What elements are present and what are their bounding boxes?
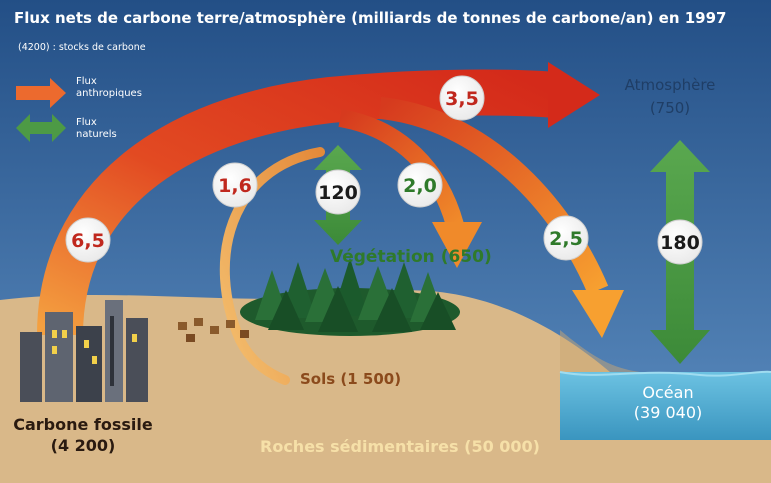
flux-bubble-fossil: 6,5 [65,217,111,263]
fossil-emission-arrowhead [548,62,600,128]
forest-illustration [240,258,460,336]
legend-anthropic-arrow-icon [16,78,66,108]
flux-value-ocean-exchange: 180 [660,232,700,254]
legend-natural-arrow-icon [16,114,66,142]
factory-illustration [20,300,148,402]
flux-value-vegetation: 120 [318,182,358,204]
flux-bubble-ocean-sink: 2,5 [543,215,589,261]
land-sink-arrowhead [432,222,482,268]
legend-natural-label-2: naturels [76,129,117,140]
ocean-wave [559,370,771,377]
ocean-stock: (39 040) [634,403,702,422]
sedimentary-rocks-label: Roches sédimentaires (50 000) [260,437,540,456]
ocean-sink-arrow [378,97,609,295]
atmosphere-stock: (750) [650,99,690,117]
legend-stock-note: (4200) : stocks de carbone [18,42,146,53]
legend-anthropic-label-1: Flux [76,76,97,87]
diagram-title: Flux nets de carbone terre/atmosphère (m… [14,9,727,27]
flux-value-land-sink: 2,0 [403,175,437,197]
flux-bubble-land-sink: 2,0 [397,162,443,208]
soils-label: Sols (1 500) [300,370,401,388]
ocean-label: Océan [642,383,693,402]
flux-value-land-use: 1,6 [218,175,252,197]
flux-bubble-vegetation: 120 [315,169,361,215]
fossil-carbon-label: Carbone fossile [13,415,153,434]
flux-value-atmosphere: 3,5 [445,88,479,110]
tree-stumps-illustration [178,318,249,342]
flux-bubble-atmosphere: 3,5 [439,75,485,121]
fossil-carbon-stock: (4 200) [51,436,116,455]
flux-value-fossil: 6,5 [71,230,105,252]
vegetation-label: Végétation (650) [330,247,492,267]
legend-natural-label-1: Flux [76,117,97,128]
ocean-water [560,372,771,440]
ocean-sink-arrowhead [572,290,624,338]
land-use-flux-arrow [219,147,325,385]
legend-anthropic-label-2: anthropiques [76,88,142,99]
flux-bubble-ocean-exchange: 180 [657,219,703,265]
flux-value-ocean-sink: 2,5 [549,228,583,250]
atmosphere-label: Atmosphère [625,76,716,94]
flux-bubble-land-use: 1,6 [212,162,258,208]
land-sink-arrow [338,109,464,228]
